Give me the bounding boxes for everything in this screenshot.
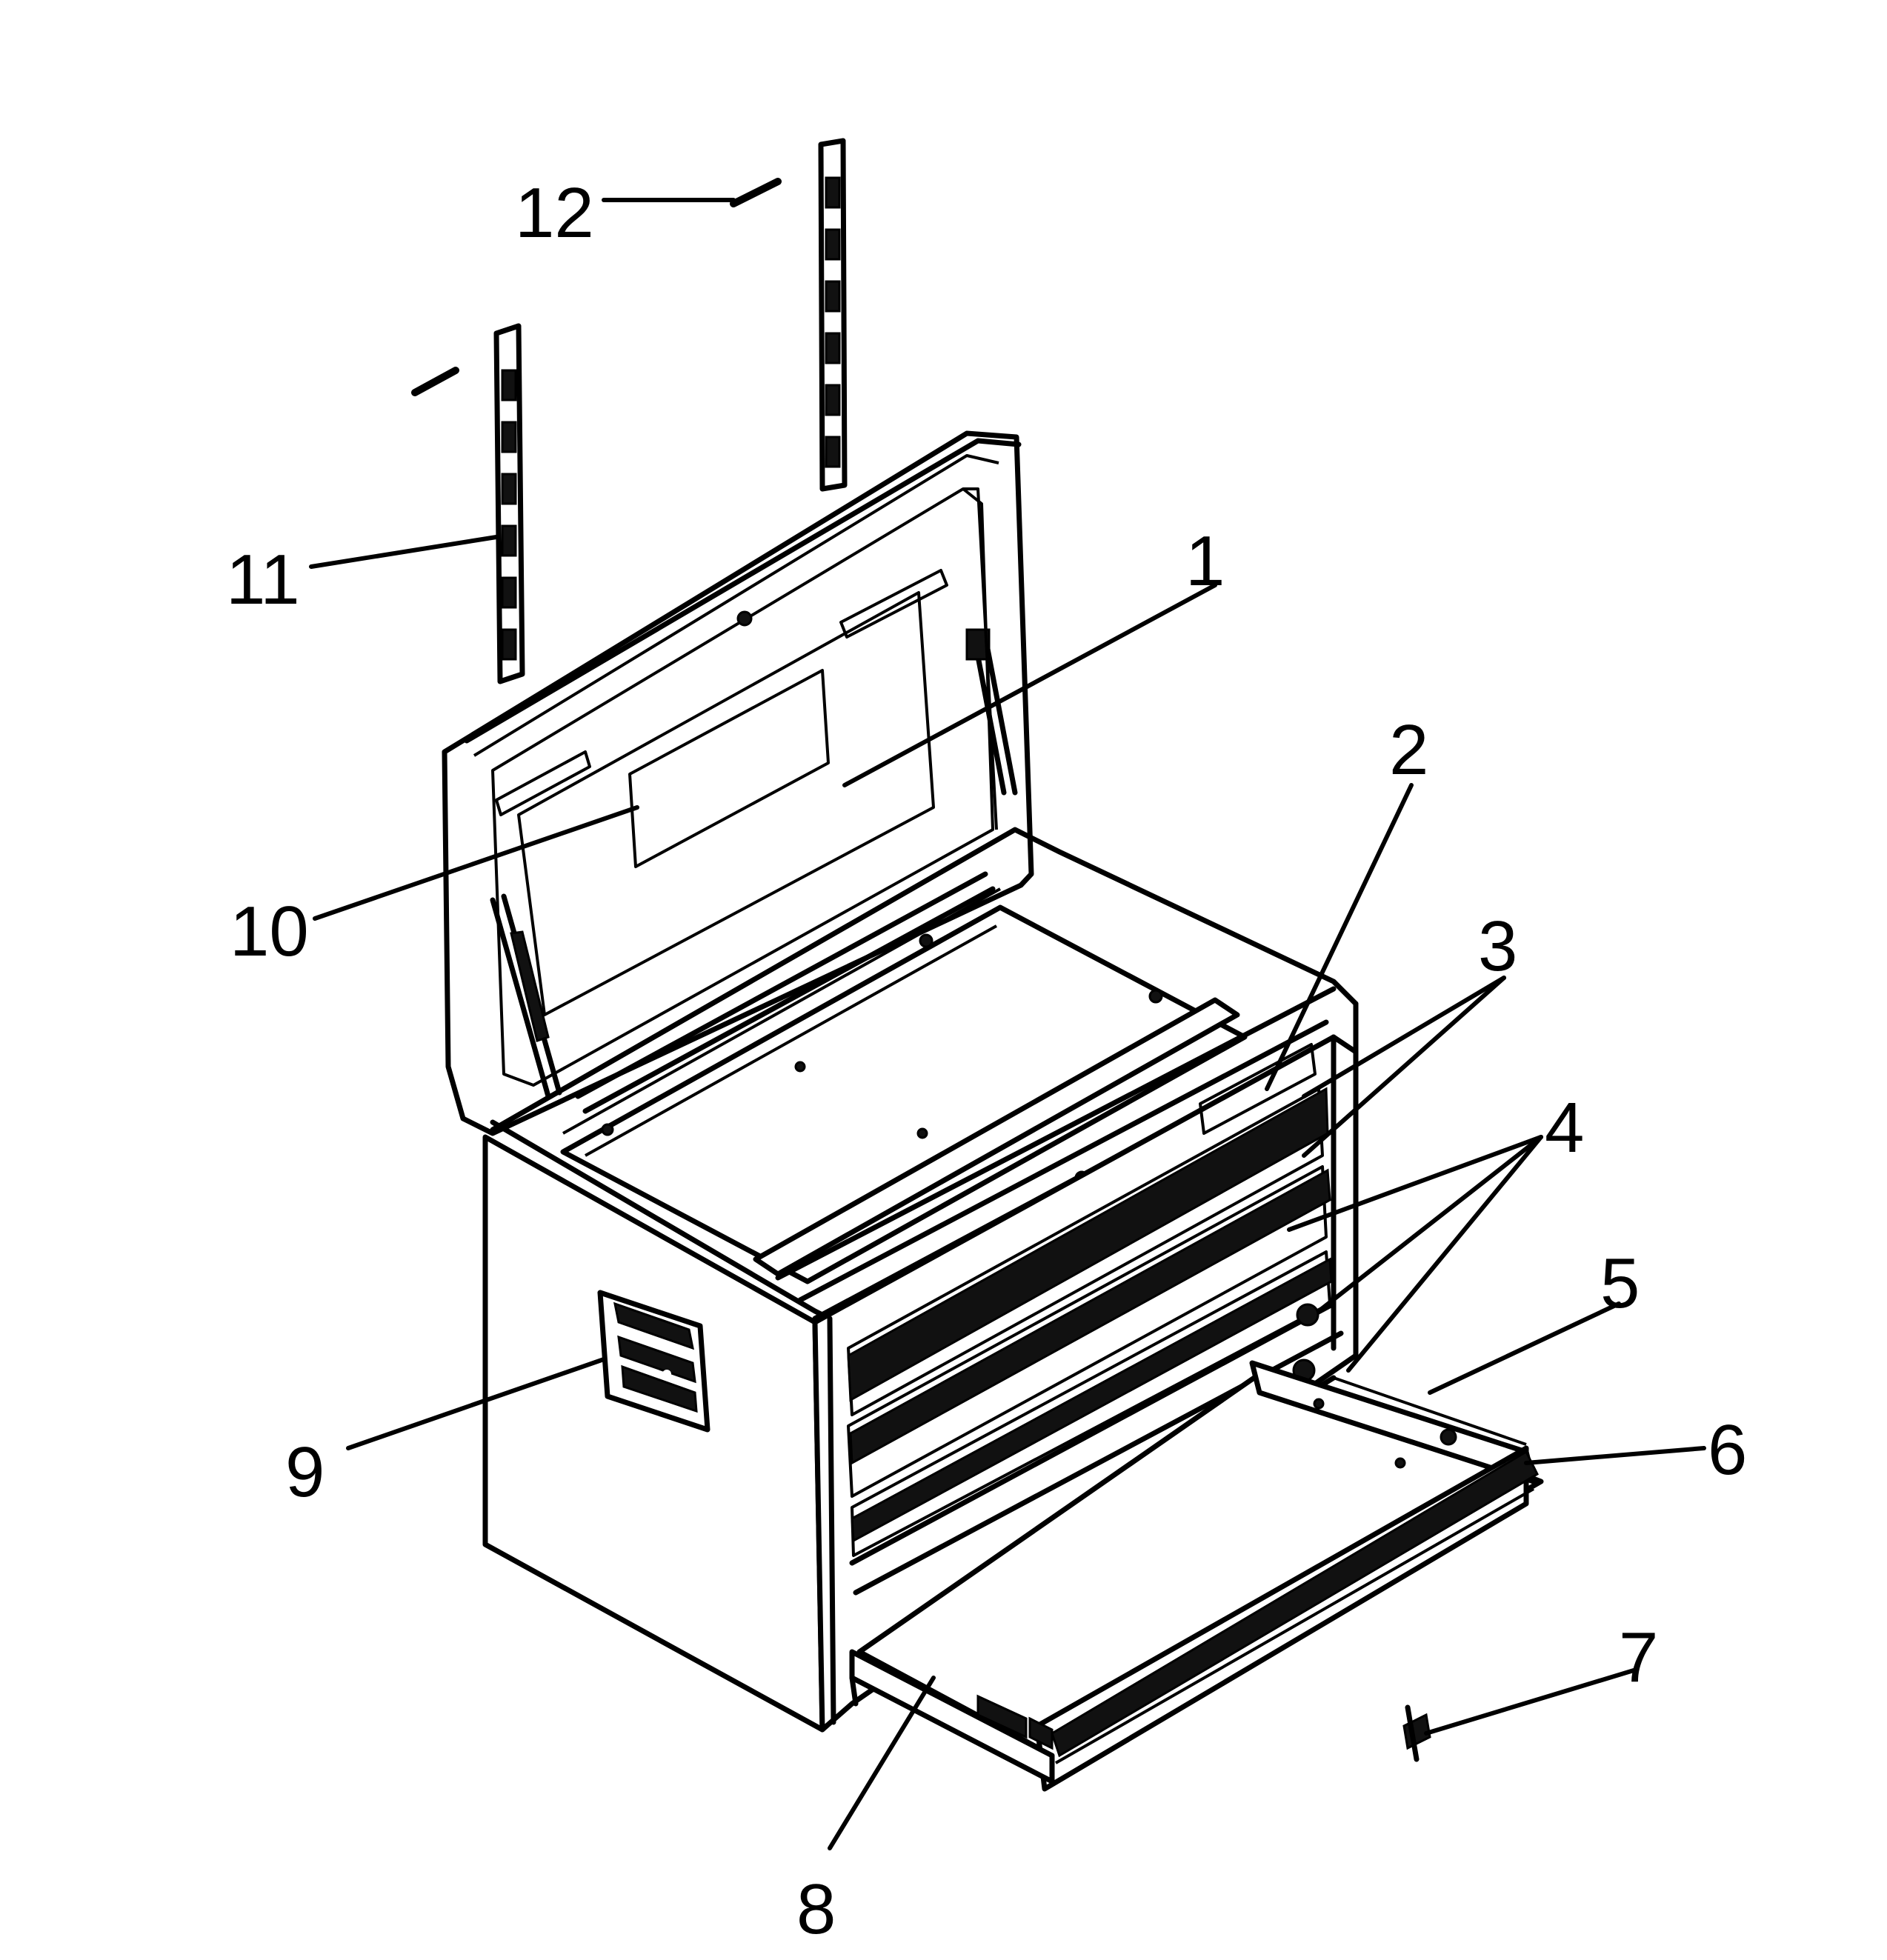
callout-11: 11: [226, 540, 300, 619]
side-handle[interactable]: [597, 1290, 710, 1433]
callout-1: 1: [1185, 521, 1225, 601]
slide-strip-left: [493, 323, 525, 684]
callout-4: 4: [1545, 1088, 1584, 1167]
callout-7: 7: [1619, 1618, 1658, 1697]
callout-9: 9: [285, 1433, 325, 1512]
drawers: [847, 1043, 1344, 1677]
leader-lines: [309, 198, 1706, 1850]
slide-strip-right: [818, 138, 848, 492]
top-compartment: [490, 827, 1359, 1321]
callout-5: 5: [1600, 1244, 1640, 1323]
callout-3: 3: [1478, 907, 1517, 986]
screw: [1402, 1704, 1431, 1762]
callout-labels: 1 2 3 4 5 6 7 8 9 10 11 12: [226, 173, 1747, 1949]
callout-6: 6: [1708, 1410, 1747, 1490]
callout-10: 10: [230, 892, 309, 971]
open-drawer[interactable]: [849, 1360, 1544, 1792]
pin-right: [730, 178, 782, 207]
pin-left: [411, 367, 459, 396]
callout-2: 2: [1389, 710, 1428, 790]
callout-12: 12: [515, 173, 594, 253]
lid: [442, 430, 1034, 1136]
callout-8: 8: [796, 1870, 836, 1949]
